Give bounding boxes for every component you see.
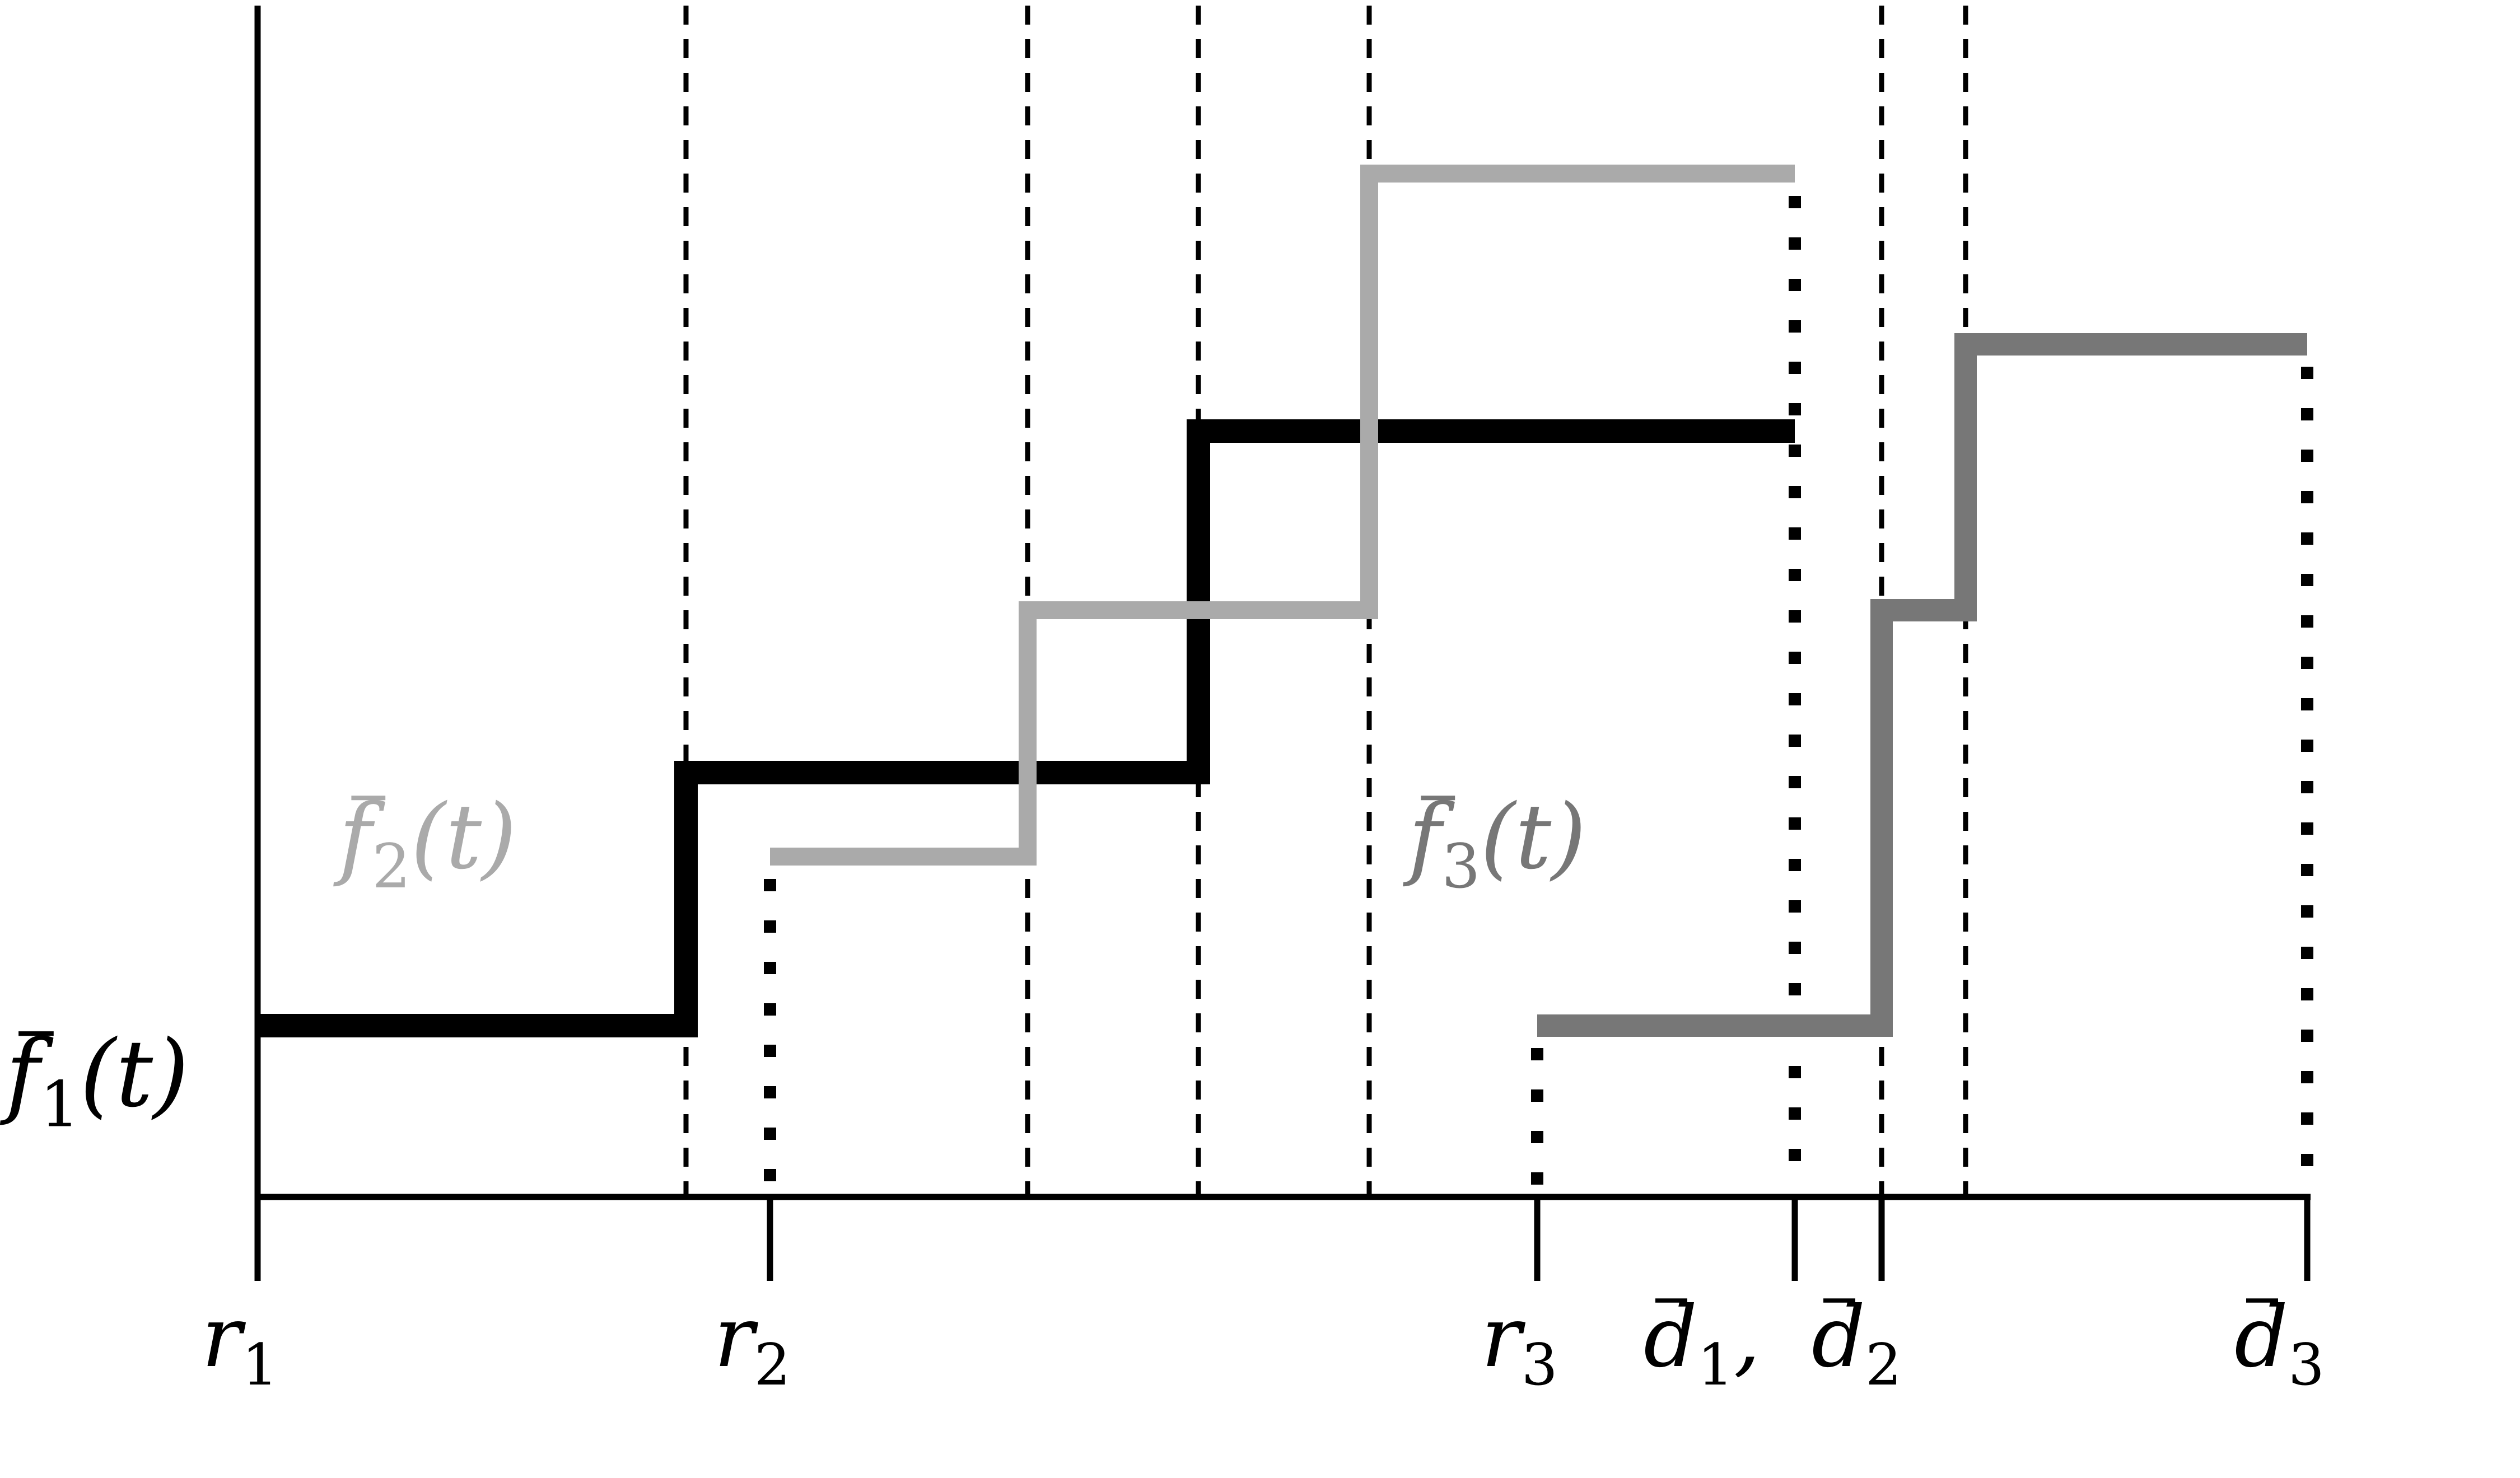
x-axis-labels: r1 r2 r3 d1, d2 d3 (202, 1289, 2325, 1399)
label-f3: f3(t) (1403, 784, 1586, 902)
step-functions (258, 165, 2307, 1037)
label-f2: f2(t) (333, 784, 517, 902)
x-label-d1: d1, (1644, 1289, 1761, 1399)
x-axis-ticks (767, 1197, 2311, 1281)
x-label-d2: d2 (1812, 1289, 1902, 1399)
label-f1: f1(t) (0, 1020, 189, 1141)
axes (254, 6, 2311, 1281)
x-label-d3: d3 (2234, 1289, 2325, 1399)
x-label-r2: r2 (714, 1289, 791, 1399)
x-label-r1: r1 (202, 1289, 278, 1399)
x-label-r3: r3 (1481, 1289, 1558, 1399)
step-function-f1 (258, 419, 1795, 1037)
function-labels: f1(t) f2(t) f3(t) (0, 784, 1586, 1141)
step-function-f2 (770, 165, 1795, 866)
step-function-f3 (1537, 333, 2307, 1037)
